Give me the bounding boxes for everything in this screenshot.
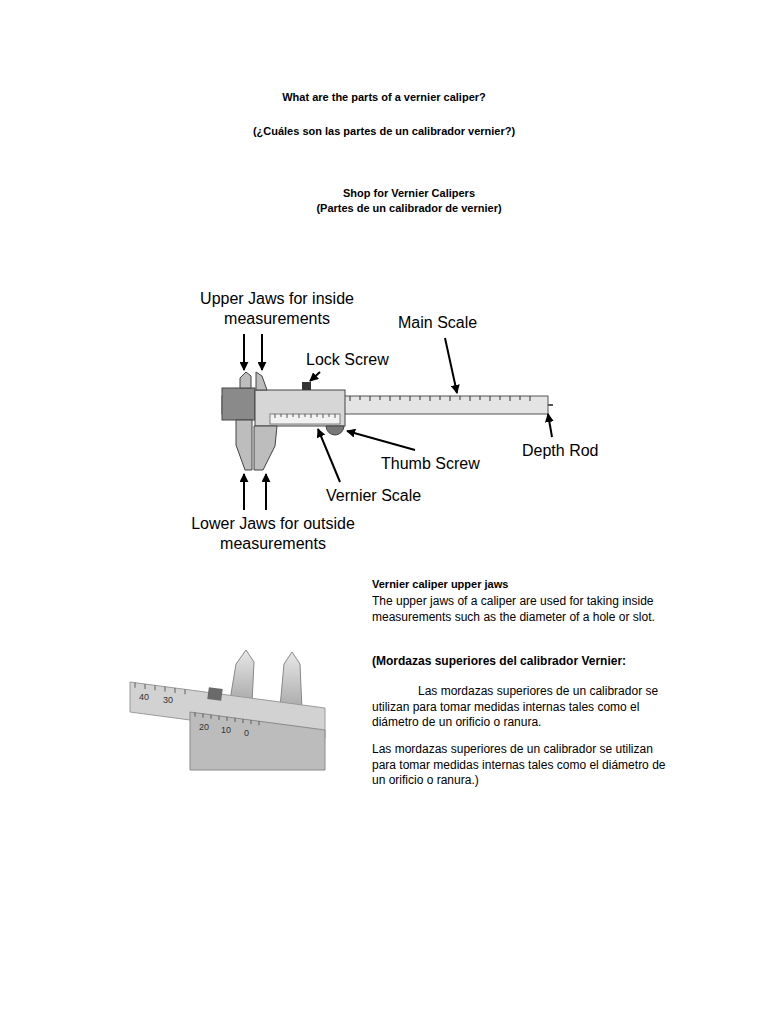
part-label: Depth Rod [522,441,599,461]
leader-arrow [318,429,340,482]
vernier-ticks [275,414,335,418]
closeup-moving-jaw [230,650,254,703]
jaws-closeup [130,650,325,770]
depth-rod [548,404,553,406]
part-label: Vernier Scale [326,486,421,506]
vernier-plate [270,414,340,424]
subtitle: (¿Cuáles son las partes de un calibrador… [253,124,515,138]
fixed-upper-jaw [240,372,251,388]
fixed-head [222,388,255,420]
leader-arrow [243,334,245,370]
closeup-slider [190,712,325,770]
part-label: Lower Jaws for outside measurements [176,514,370,554]
section-heading: Shop for Vernier Calipers [343,186,475,200]
lock-screw [302,382,311,390]
leader-arrow [310,372,320,381]
closeup-window [207,687,222,701]
thumb-screw [326,426,344,435]
paragraph: Las mordazas superiores de un calibrador… [372,742,672,789]
leader-arrow [347,431,415,450]
paragraph: Las mordazas superiores de un calibrador… [372,684,672,731]
scale-number: 0 [244,728,249,739]
leader-arrow [265,474,267,510]
subheading: Vernier caliper upper jaws [372,577,508,591]
leader-arrow [445,338,457,393]
subheading: (Mordazas superiores del calibrador Vern… [372,654,672,670]
leader-arrows [244,334,552,510]
fixed-lower-jaw [236,420,252,470]
scale-number: 30 [163,695,173,706]
paragraph: The upper jaws of a caliper are used for… [372,594,672,625]
part-label: Upper Jaws for inside measurements [186,289,368,329]
sliding-head [255,390,345,426]
part-label: Main Scale [398,313,477,333]
scale-number: 20 [199,722,209,733]
page-title: What are the parts of a vernier caliper? [282,90,486,104]
main-scale-ticks [350,396,530,401]
scale-number: 40 [139,692,149,703]
moving-upper-jaw [256,372,267,390]
closeup-fixed-jaw [280,652,302,710]
leader-arrow [261,334,263,370]
moving-lower-jaw [254,426,277,470]
part-label: Lock Screw [306,350,389,370]
leader-arrow [243,474,245,510]
scale-number: 10 [221,725,231,736]
part-label: Thumb Screw [381,454,480,474]
section-heading: (Partes de un calibrador de vernier) [316,201,501,215]
leader-arrow [548,414,552,437]
